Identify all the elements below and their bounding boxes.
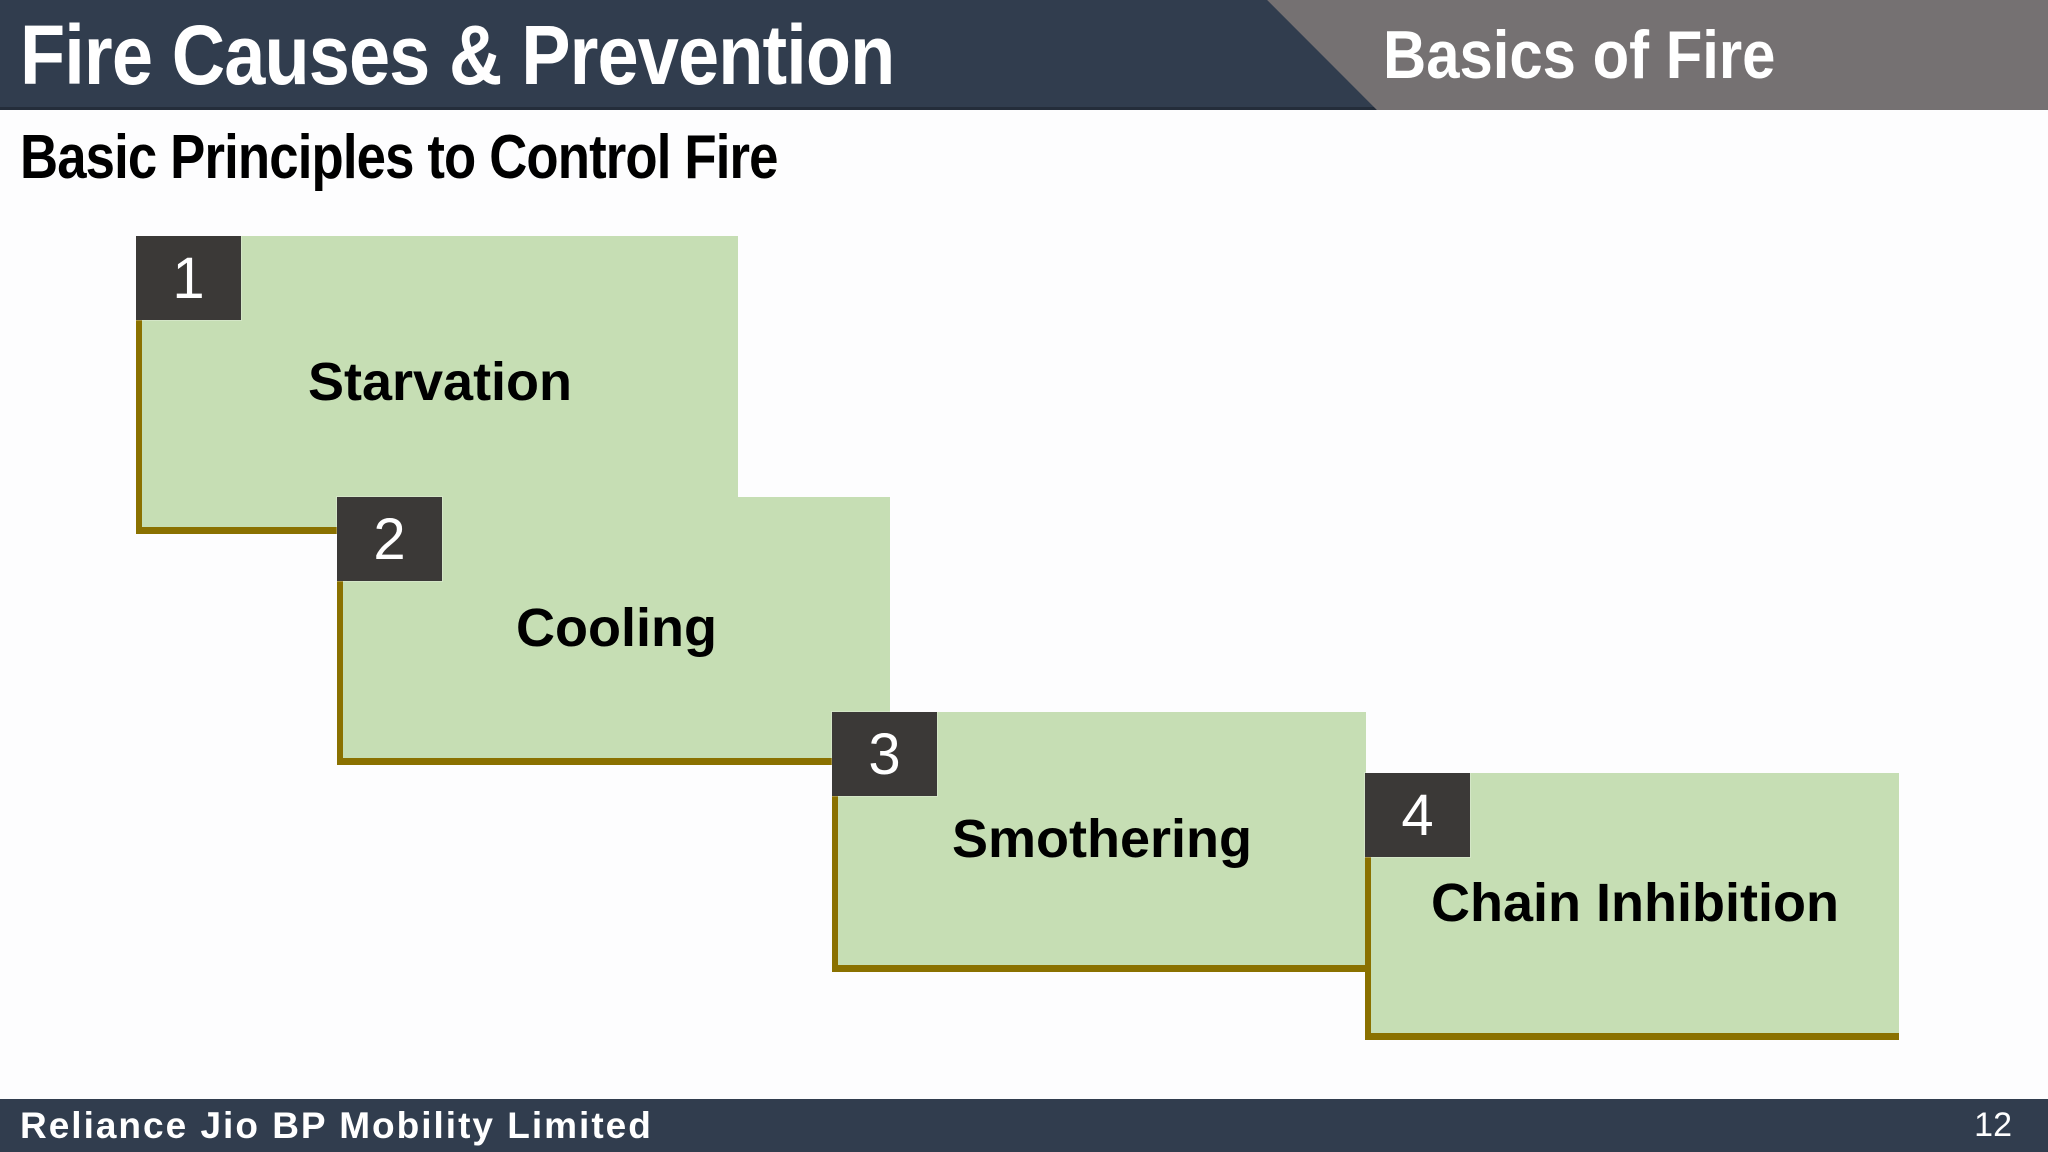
header-accent-shape [1267,0,2048,110]
header-section-title: Basics of Fire [1383,17,1776,93]
step-number-badge: 2 [337,497,442,581]
principle-label: Starvation [307,351,573,412]
principle-label: Chain Inhibition [1431,873,1839,933]
principle-box-chain-inhibition: 4 Chain Inhibition [1365,773,1899,1040]
footer-company-name: Reliance Jio BP Mobility Limited [20,1104,653,1146]
footer-bar: Reliance Jio BP Mobility Limited 12 [0,1099,2048,1152]
principle-label: Smothering [951,808,1252,869]
principle-box-smothering: 3 Smothering [832,712,1366,972]
footer-page-number: 12 [1974,1106,2012,1144]
step-number-badge: 3 [832,712,937,796]
step-number-badge: 4 [1365,773,1470,857]
principle-label: Cooling [516,597,717,658]
step-number-badge: 1 [136,236,241,320]
header-title: Fire Causes & Prevention [20,8,895,102]
page-subtitle: Basic Principles to Control Fire [20,123,778,192]
principle-box-cooling: 2 Cooling [337,497,890,765]
principle-box-starvation: 1 Starvation [136,236,738,534]
